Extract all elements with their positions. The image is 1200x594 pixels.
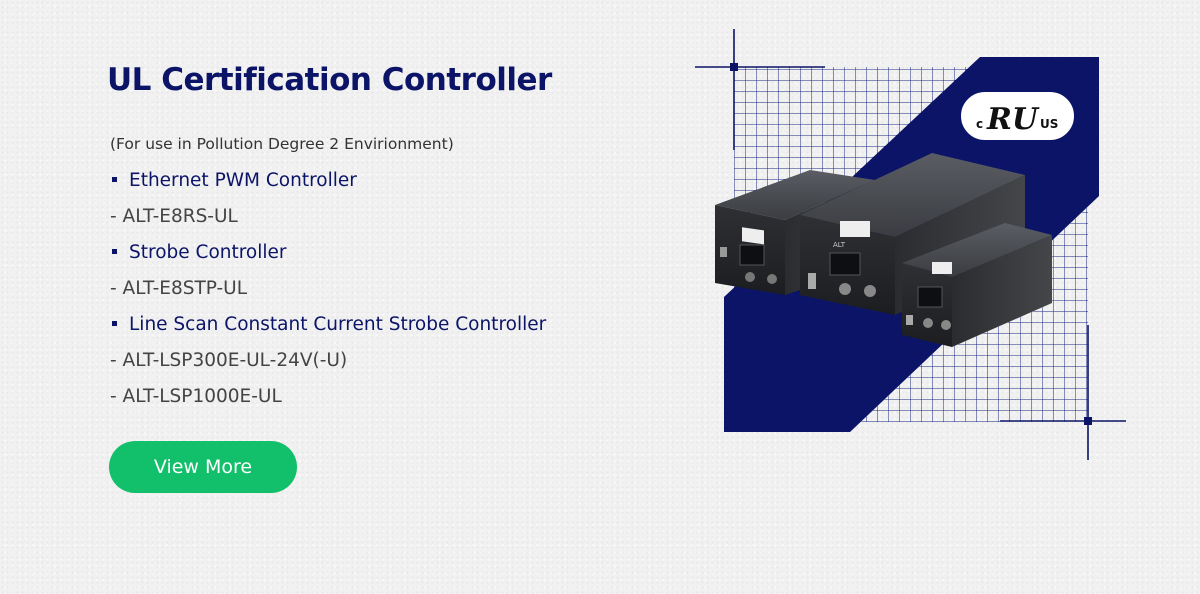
product-model: - ALT-E8RS-UL [110, 206, 238, 227]
badge-ru-mark: RU [986, 102, 1040, 137]
product-model: - ALT-E8STP-UL [110, 278, 248, 299]
product-category: Ethernet PWM Controller [110, 168, 546, 204]
product-category: Strobe Controller [110, 240, 546, 276]
product-illustration: c RU US ALT [690, 25, 1135, 465]
controller-device-right [902, 223, 1052, 347]
device-brand-label: ALT [833, 241, 846, 249]
category-label: Ethernet PWM Controller [129, 170, 357, 191]
category-label: Strobe Controller [129, 242, 287, 263]
crosshair-marker [730, 63, 738, 71]
badge-us-mark: US [1040, 117, 1058, 131]
crosshair-marker [1084, 417, 1092, 425]
product-model: - ALT-LSP300E-UL-24V(-U) [110, 350, 348, 371]
ul-certification-badge: c RU US [959, 90, 1076, 142]
product-model: - ALT-LSP1000E-UL [110, 386, 282, 407]
crosshair-lines [695, 29, 1126, 460]
category-label: Line Scan Constant Current Strobe Contro… [129, 314, 547, 335]
pollution-degree-note: (For use in Pollution Degree 2 Envirionm… [110, 135, 454, 153]
product-list: Ethernet PWM Controller - ALT-E8RS-UL St… [110, 168, 546, 420]
badge-c-mark: c [976, 117, 983, 131]
square-bullet-icon [112, 176, 117, 182]
square-bullet-icon [112, 320, 117, 326]
product-category: Line Scan Constant Current Strobe Contro… [110, 312, 546, 348]
view-more-button[interactable]: View More [109, 441, 297, 493]
square-bullet-icon [112, 248, 117, 254]
page-title: UL Certification Controller [107, 62, 552, 98]
